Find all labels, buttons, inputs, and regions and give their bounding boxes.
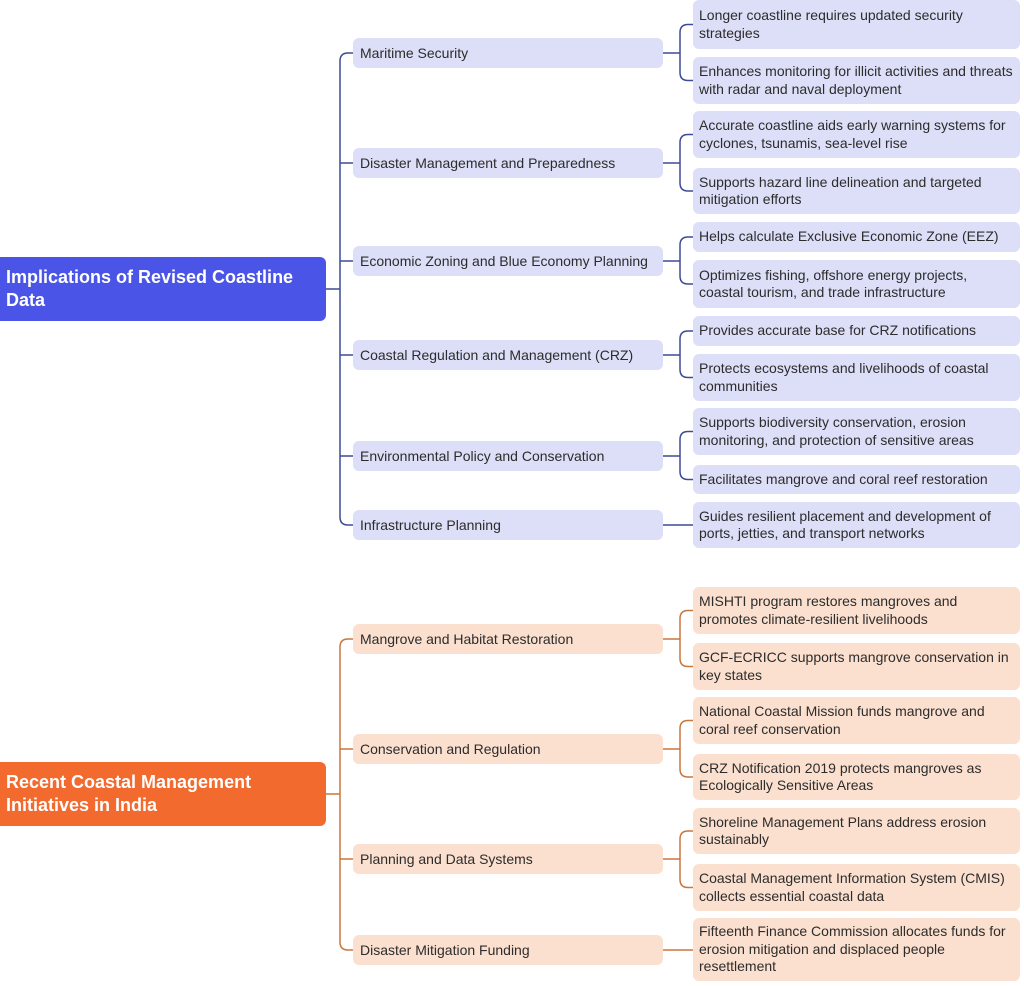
branch-topic-text: Disaster Management and Preparedness — [360, 155, 616, 171]
leaf-topic-text: MISHTI program restores mangroves and pr… — [699, 593, 958, 627]
leaf-topic: Longer coastline requires updated securi… — [693, 0, 1020, 49]
branch-topic: Conservation and Regulation — [353, 734, 663, 764]
branch-topic-text: Mangrove and Habitat Restoration — [360, 631, 574, 647]
leaf-topic: Enhances monitoring for illicit activiti… — [693, 57, 1020, 104]
leaf-topic: Supports biodiversity conservation, eros… — [693, 408, 1020, 455]
branch-topic-text: Maritime Security — [360, 45, 469, 61]
root-topic-text: Implications of Revised Coastline Data — [6, 267, 294, 310]
branch-topic: Economic Zoning and Blue Economy Plannin… — [353, 246, 663, 276]
leaf-topic-text: Provides accurate base for CRZ notificat… — [699, 322, 977, 339]
leaf-trunk — [679, 23, 693, 82]
leaf-topic: CRZ Notification 2019 protects mangroves… — [693, 754, 1020, 800]
leaf-topic: MISHTI program restores mangroves and pr… — [693, 587, 1020, 634]
leaf-topic-text: Coastal Management Information System (C… — [699, 870, 1005, 904]
branch-topic: Environmental Policy and Conservation — [353, 441, 663, 471]
leaf-trunk — [679, 330, 693, 379]
branch-topic: Disaster Mitigation Funding — [353, 935, 663, 965]
leaf-trunk — [679, 830, 693, 889]
leaf-topic-text: GCF-ECRICC supports mangrove conservatio… — [699, 649, 1009, 683]
leaf-topic-text: Supports biodiversity conservation, eros… — [699, 414, 974, 448]
branch-topic: Planning and Data Systems — [353, 844, 663, 874]
branch-trunk — [339, 52, 353, 526]
branch-topic: Infrastructure Planning — [353, 510, 663, 540]
leaf-topic-text: CRZ Notification 2019 protects mangroves… — [699, 759, 982, 794]
branch-topic: Maritime Security — [353, 38, 663, 68]
leaf-trunk — [679, 430, 693, 481]
leaf-topic-text: Accurate coastline aids early warning sy… — [699, 117, 1006, 151]
branch-topic-text: Coastal Regulation and Management (CRZ) — [360, 347, 634, 363]
leaf-topic: Accurate coastline aids early warning sy… — [693, 111, 1020, 158]
branch-topic: Coastal Regulation and Management (CRZ) — [353, 340, 663, 370]
branch-trunk — [339, 638, 353, 951]
leaf-topic: Facilitates mangrove and coral reef rest… — [693, 465, 1020, 494]
branch-topic-text: Conservation and Regulation — [360, 741, 541, 757]
leaf-topic-text: National Coastal Mission funds mangrove … — [699, 703, 985, 737]
leaf-topic: Fifteenth Finance Commission allocates f… — [693, 918, 1020, 981]
root-topic-text: Recent Coastal Management Initiatives in… — [6, 772, 252, 815]
leaf-topic: Guides resilient placement and developme… — [693, 502, 1020, 548]
leaf-trunk — [679, 133, 693, 192]
branch-topic-text: Economic Zoning and Blue Economy Plannin… — [360, 253, 648, 269]
leaf-topic-text: Enhances monitoring for illicit activiti… — [699, 63, 1013, 97]
leaf-topic-text: Guides resilient placement and developme… — [699, 507, 991, 542]
leaf-topic: GCF-ECRICC supports mangrove conservatio… — [693, 643, 1020, 690]
leaf-topic: Supports hazard line delineation and tar… — [693, 168, 1020, 214]
leaf-topic-text: Helps calculate Exclusive Economic Zone … — [699, 228, 999, 245]
branch-topic-text: Environmental Policy and Conservation — [360, 448, 605, 464]
leaf-topic: National Coastal Mission funds mangrove … — [693, 697, 1020, 744]
leaf-topic: Shoreline Management Plans address erosi… — [693, 808, 1020, 854]
leaf-topic-text: Longer coastline requires updated securi… — [699, 7, 963, 41]
leaf-topic-text: Fifteenth Finance Commission allocates f… — [699, 923, 1006, 975]
leaf-trunk — [679, 719, 693, 778]
branch-topic-text: Planning and Data Systems — [360, 851, 533, 867]
leaf-topic-text: Protects ecosystems and livelihoods of c… — [699, 360, 989, 394]
leaf-topic: Coastal Management Information System (C… — [693, 864, 1020, 911]
leaf-topic-text: Shoreline Management Plans address erosi… — [699, 813, 987, 848]
leaf-topic: Protects ecosystems and livelihoods of c… — [693, 354, 1020, 401]
leaf-topic: Optimizes fishing, offshore energy proje… — [693, 260, 1020, 308]
leaf-topic: Provides accurate base for CRZ notificat… — [693, 316, 1020, 346]
leaf-topic-text: Facilitates mangrove and coral reef rest… — [699, 470, 988, 487]
leaf-topic-text: Supports hazard line delineation and tar… — [699, 173, 982, 208]
leaf-trunk — [679, 609, 693, 668]
leaf-topic-text: Optimizes fishing, offshore energy proje… — [699, 266, 968, 301]
branch-topic-text: Infrastructure Planning — [360, 517, 501, 533]
root-topic: Recent Coastal Management Initiatives in… — [0, 762, 326, 826]
root-topic: Implications of Revised Coastline Data — [0, 257, 326, 321]
branch-topic: Disaster Management and Preparedness — [353, 148, 663, 178]
leaf-trunk — [679, 236, 693, 285]
leaf-topic: Helps calculate Exclusive Economic Zone … — [693, 222, 1020, 252]
branch-topic: Mangrove and Habitat Restoration — [353, 624, 663, 654]
branch-topic-text: Disaster Mitigation Funding — [360, 942, 530, 958]
